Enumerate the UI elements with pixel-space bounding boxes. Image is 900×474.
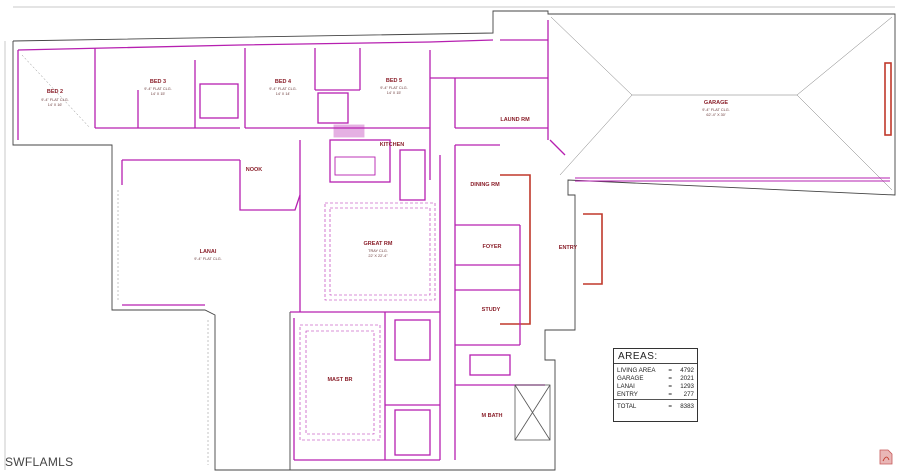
room-laundry: LAUND RM — [500, 116, 530, 123]
areas-total-label: TOTAL — [614, 398, 667, 411]
areas-row: LIVING AREA = 4792 — [614, 366, 697, 374]
room-garage-size: 62'-4" X 30' — [706, 112, 726, 117]
areas-eq: = — [668, 366, 672, 374]
areas-total-row: TOTAL = 8383 — [614, 398, 697, 411]
room-garage: GARAGE — [703, 99, 729, 106]
room-dining-rm: DINING RM — [470, 181, 500, 188]
room-bed-4-ceiling: 9'-4" FLAT CLG. — [269, 86, 297, 91]
room-kitchen: KITCHEN — [379, 141, 405, 148]
areas-total-eq: = — [666, 398, 674, 411]
areas-label: LANAI — [617, 382, 635, 390]
room-lanai-ceiling: 9'-4" FLAT CLG. — [194, 256, 222, 261]
watermark: SWFLAMLS — [5, 455, 74, 469]
room-foyer: FOYER — [482, 243, 502, 250]
ceiling-trays — [299, 202, 436, 441]
room-bed-4: BED 4 — [274, 78, 292, 85]
exterior-outline — [12, 10, 896, 471]
areas-eq: = — [668, 382, 672, 390]
room-bed-3: BED 3 — [149, 78, 167, 85]
areas-rows: LIVING AREA = 4792 GARAGE = 2021 LANAI =… — [614, 366, 697, 411]
areas-row: LANAI = 1293 — [614, 382, 697, 390]
room-bed-3-size: 14' X 15' — [150, 91, 166, 96]
areas-eq: = — [668, 374, 672, 382]
room-mast-br: MAST BR — [327, 376, 353, 383]
room-bed-4-size: 14' X 14' — [275, 91, 291, 96]
areas-value: 2021 — [680, 374, 694, 382]
areas-value: 277 — [683, 391, 694, 399]
room-bed-3-ceiling: 9'-4" FLAT CLG. — [144, 86, 172, 91]
room-garage-ceiling: 9'-4" FLAT CLG. — [702, 107, 730, 112]
areas-title: AREAS: — [614, 349, 697, 364]
areas-label: GARAGE — [617, 374, 644, 382]
areas-eq: = — [668, 391, 672, 399]
areas-table: AREAS: LIVING AREA = 4792 GARAGE = 2021 … — [613, 348, 698, 422]
garage-roof-lines — [550, 16, 893, 191]
room-nook: NOOK — [245, 166, 263, 173]
areas-label: LIVING AREA — [617, 366, 656, 374]
mbath-shower — [514, 384, 551, 441]
interior-walls — [17, 20, 566, 461]
brick-elements — [500, 62, 892, 325]
areas-total-value: 8383 — [673, 398, 697, 411]
room-bed-2: BED 2 — [46, 88, 64, 95]
room-study: STUDY — [481, 306, 501, 313]
areas-label: ENTRY — [617, 391, 638, 399]
garage-doors — [575, 177, 890, 182]
room-bed-2-ceiling: 9'-4" FLAT CLG. — [41, 97, 69, 102]
room-entry: ENTRY — [558, 244, 578, 251]
areas-row: GARAGE = 2021 — [614, 374, 697, 382]
pdf-icon[interactable] — [879, 449, 893, 465]
kitchen-island — [333, 124, 376, 176]
overhang-lines — [21, 54, 209, 465]
room-bed-5-ceiling: 9'-4" FLAT CLG. — [380, 85, 408, 90]
areas-row: ENTRY = 277 — [614, 391, 697, 400]
room-great-rm-ceiling: TRAY CLG. — [368, 248, 388, 253]
areas-value: 4792 — [680, 366, 694, 374]
room-bed-5-size: 14' X 15' — [386, 90, 402, 95]
room-m-bath: M BATH — [481, 412, 503, 419]
room-lanai: LANAI — [199, 248, 217, 255]
room-bed-5: BED 5 — [385, 77, 403, 84]
dimension-lines — [4, 6, 895, 470]
areas-value: 1293 — [680, 382, 694, 390]
room-bed-2-size: 14' X 16' — [47, 102, 63, 107]
room-great-rm: GREAT RM — [363, 240, 393, 247]
room-great-rm-size: 22' X 22'-4" — [368, 253, 388, 258]
